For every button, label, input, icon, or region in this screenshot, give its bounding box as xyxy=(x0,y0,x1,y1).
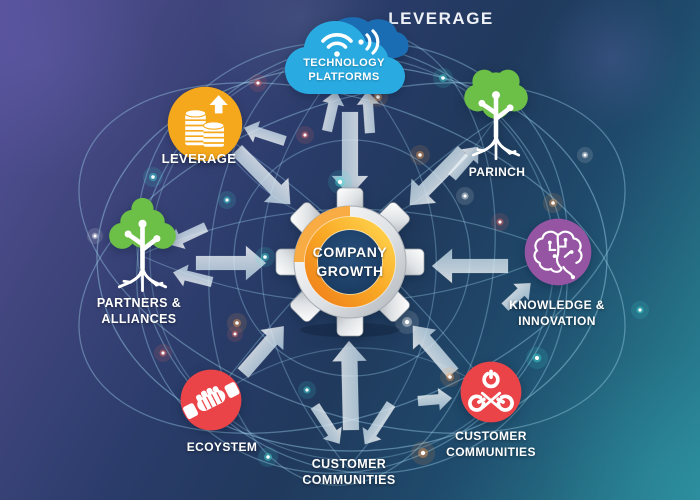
node-leverage xyxy=(167,86,243,162)
tree-roots-icon xyxy=(109,197,176,292)
page-title: LEVERAGE xyxy=(388,9,494,28)
gear-icon xyxy=(275,187,425,337)
node-knowledge-innovation-label: KNOWLEDGE &INNOVATION xyxy=(509,298,605,328)
coin-stack-icon xyxy=(184,95,228,147)
node-technology-platforms-label: TECHNOLOGY PLATFORMS xyxy=(303,57,385,84)
outbound-arrows xyxy=(168,90,531,445)
node-ecoystem-label: ECOYSTEM xyxy=(186,440,258,454)
node-parinch xyxy=(450,66,542,166)
node-partners-alliances xyxy=(95,196,190,298)
brain-circuit-icon xyxy=(533,230,583,280)
signal-icon xyxy=(358,29,380,55)
node-technology-platforms: TECHNOLOGY PLATFORMS xyxy=(280,12,414,104)
wifi-icon xyxy=(321,33,353,57)
node-parinch-label: PARINCH xyxy=(468,165,526,179)
node-customer-communities-right xyxy=(460,361,522,423)
cloud-wifi-icon xyxy=(285,17,409,94)
sparkles xyxy=(87,68,649,467)
node-leverage-label: LEVERAGE xyxy=(161,151,237,166)
node-ecoystem xyxy=(180,369,242,431)
inbound-arrows xyxy=(195,111,509,431)
node-partners-alliances-label: PARTNERS &ALLIANCES xyxy=(96,296,182,327)
node-knowledge-innovation xyxy=(524,218,592,286)
handshake-icon xyxy=(183,382,240,420)
community-icon xyxy=(468,369,514,412)
tree-roots-icon xyxy=(464,69,528,161)
